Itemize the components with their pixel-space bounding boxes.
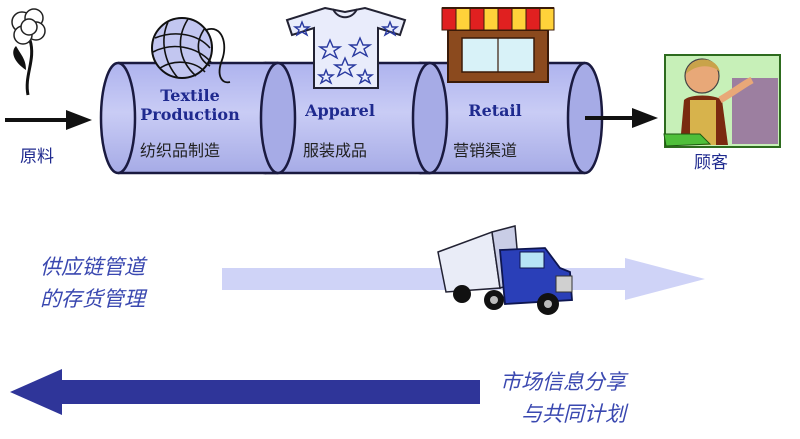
stage-apparel-en-label: Apparel (305, 101, 375, 120)
stage-textile-zh-label: 纺织品制造 (140, 141, 221, 160)
stage-textile-en-label: Textile Production (140, 86, 240, 124)
stage-retail-en-label: Retail (468, 101, 522, 120)
cotton-plant-icon (11, 8, 46, 96)
stage-retail-zh-label: 营销渠道 (453, 141, 518, 160)
information-sharing-note: 市场信息分享 与共同计划 (500, 370, 626, 426)
sweater-icon (285, 6, 407, 89)
stage-apparel-zh-label: 服装成品 (303, 141, 368, 160)
truck-icon (437, 225, 573, 315)
backward-flow-arrow (10, 369, 480, 415)
output-arrow (585, 108, 658, 128)
storefront-icon (441, 7, 555, 83)
input-arrow (5, 110, 92, 130)
raw-material-label: 原料 (20, 147, 54, 167)
cashier-customer-icon (663, 54, 781, 148)
yarn-ball-icon (151, 17, 231, 84)
pipe-segment-textile (99, 61, 297, 175)
customer-label: 顾客 (694, 153, 728, 173)
inventory-management-note: 供应链管道 的存货管理 (40, 255, 145, 311)
